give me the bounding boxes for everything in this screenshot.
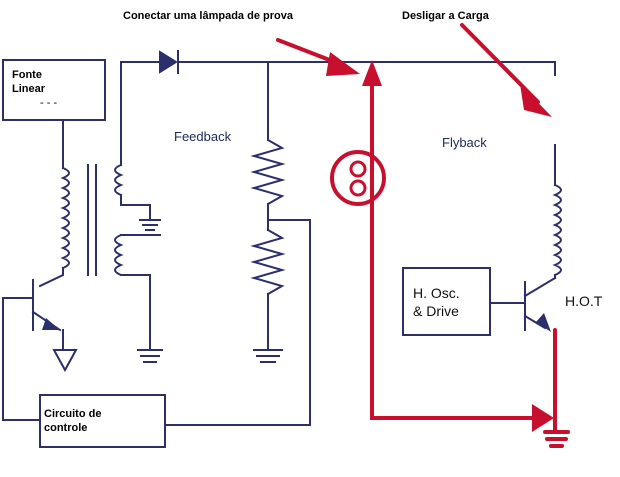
power-supply-line1: Fonte xyxy=(12,69,42,81)
lamp-annotation: Conectar uma lâmpada de prova xyxy=(123,10,293,22)
oscillator-label: H. Osc. & Drive xyxy=(413,284,460,320)
feedback-label: Feedback xyxy=(174,129,232,144)
control-line1: Circuito de xyxy=(44,408,102,420)
feedback-resistor-bottom xyxy=(250,228,286,296)
arrow-lamp-head xyxy=(326,52,360,76)
oscillator-line1: H. Osc. xyxy=(413,285,460,301)
diode xyxy=(159,50,178,74)
control-line2: controle xyxy=(44,422,88,434)
power-supply-line3: - - - xyxy=(40,97,58,109)
load-arrow-head xyxy=(520,84,552,117)
control-circuit-block xyxy=(39,394,166,448)
ground-arrow-head xyxy=(532,404,554,432)
ground-triangle xyxy=(52,349,78,373)
flyback-coil xyxy=(552,183,562,277)
load-annotation: Desligar a Carga xyxy=(402,10,489,22)
switch-transistor-arrow xyxy=(42,318,60,330)
transformer-primary-coil xyxy=(60,166,70,270)
hot-transistor-arrow xyxy=(536,313,551,332)
transformer-feedback-coil xyxy=(114,233,124,277)
power-supply-block xyxy=(2,59,106,121)
top-rail-wire xyxy=(120,61,161,166)
oscillator-line2: & Drive xyxy=(413,303,459,319)
arrow-load-pointer xyxy=(460,23,540,104)
lamp-wire xyxy=(370,66,542,420)
test-lamp xyxy=(330,150,386,206)
flyback-label: Flyback xyxy=(442,135,487,150)
power-supply-line2: Linear xyxy=(12,83,46,95)
feedback-resistor-top xyxy=(250,138,286,206)
transformer-secondary-coil xyxy=(114,163,124,197)
power-supply-label: Fonte Linear - - - xyxy=(12,68,57,110)
control-circuit-label: Circuito de controle xyxy=(44,407,101,435)
oscillator-block xyxy=(402,267,491,336)
lamp-junction-arrow xyxy=(362,60,382,86)
hot-label: H.O.T xyxy=(565,293,603,309)
